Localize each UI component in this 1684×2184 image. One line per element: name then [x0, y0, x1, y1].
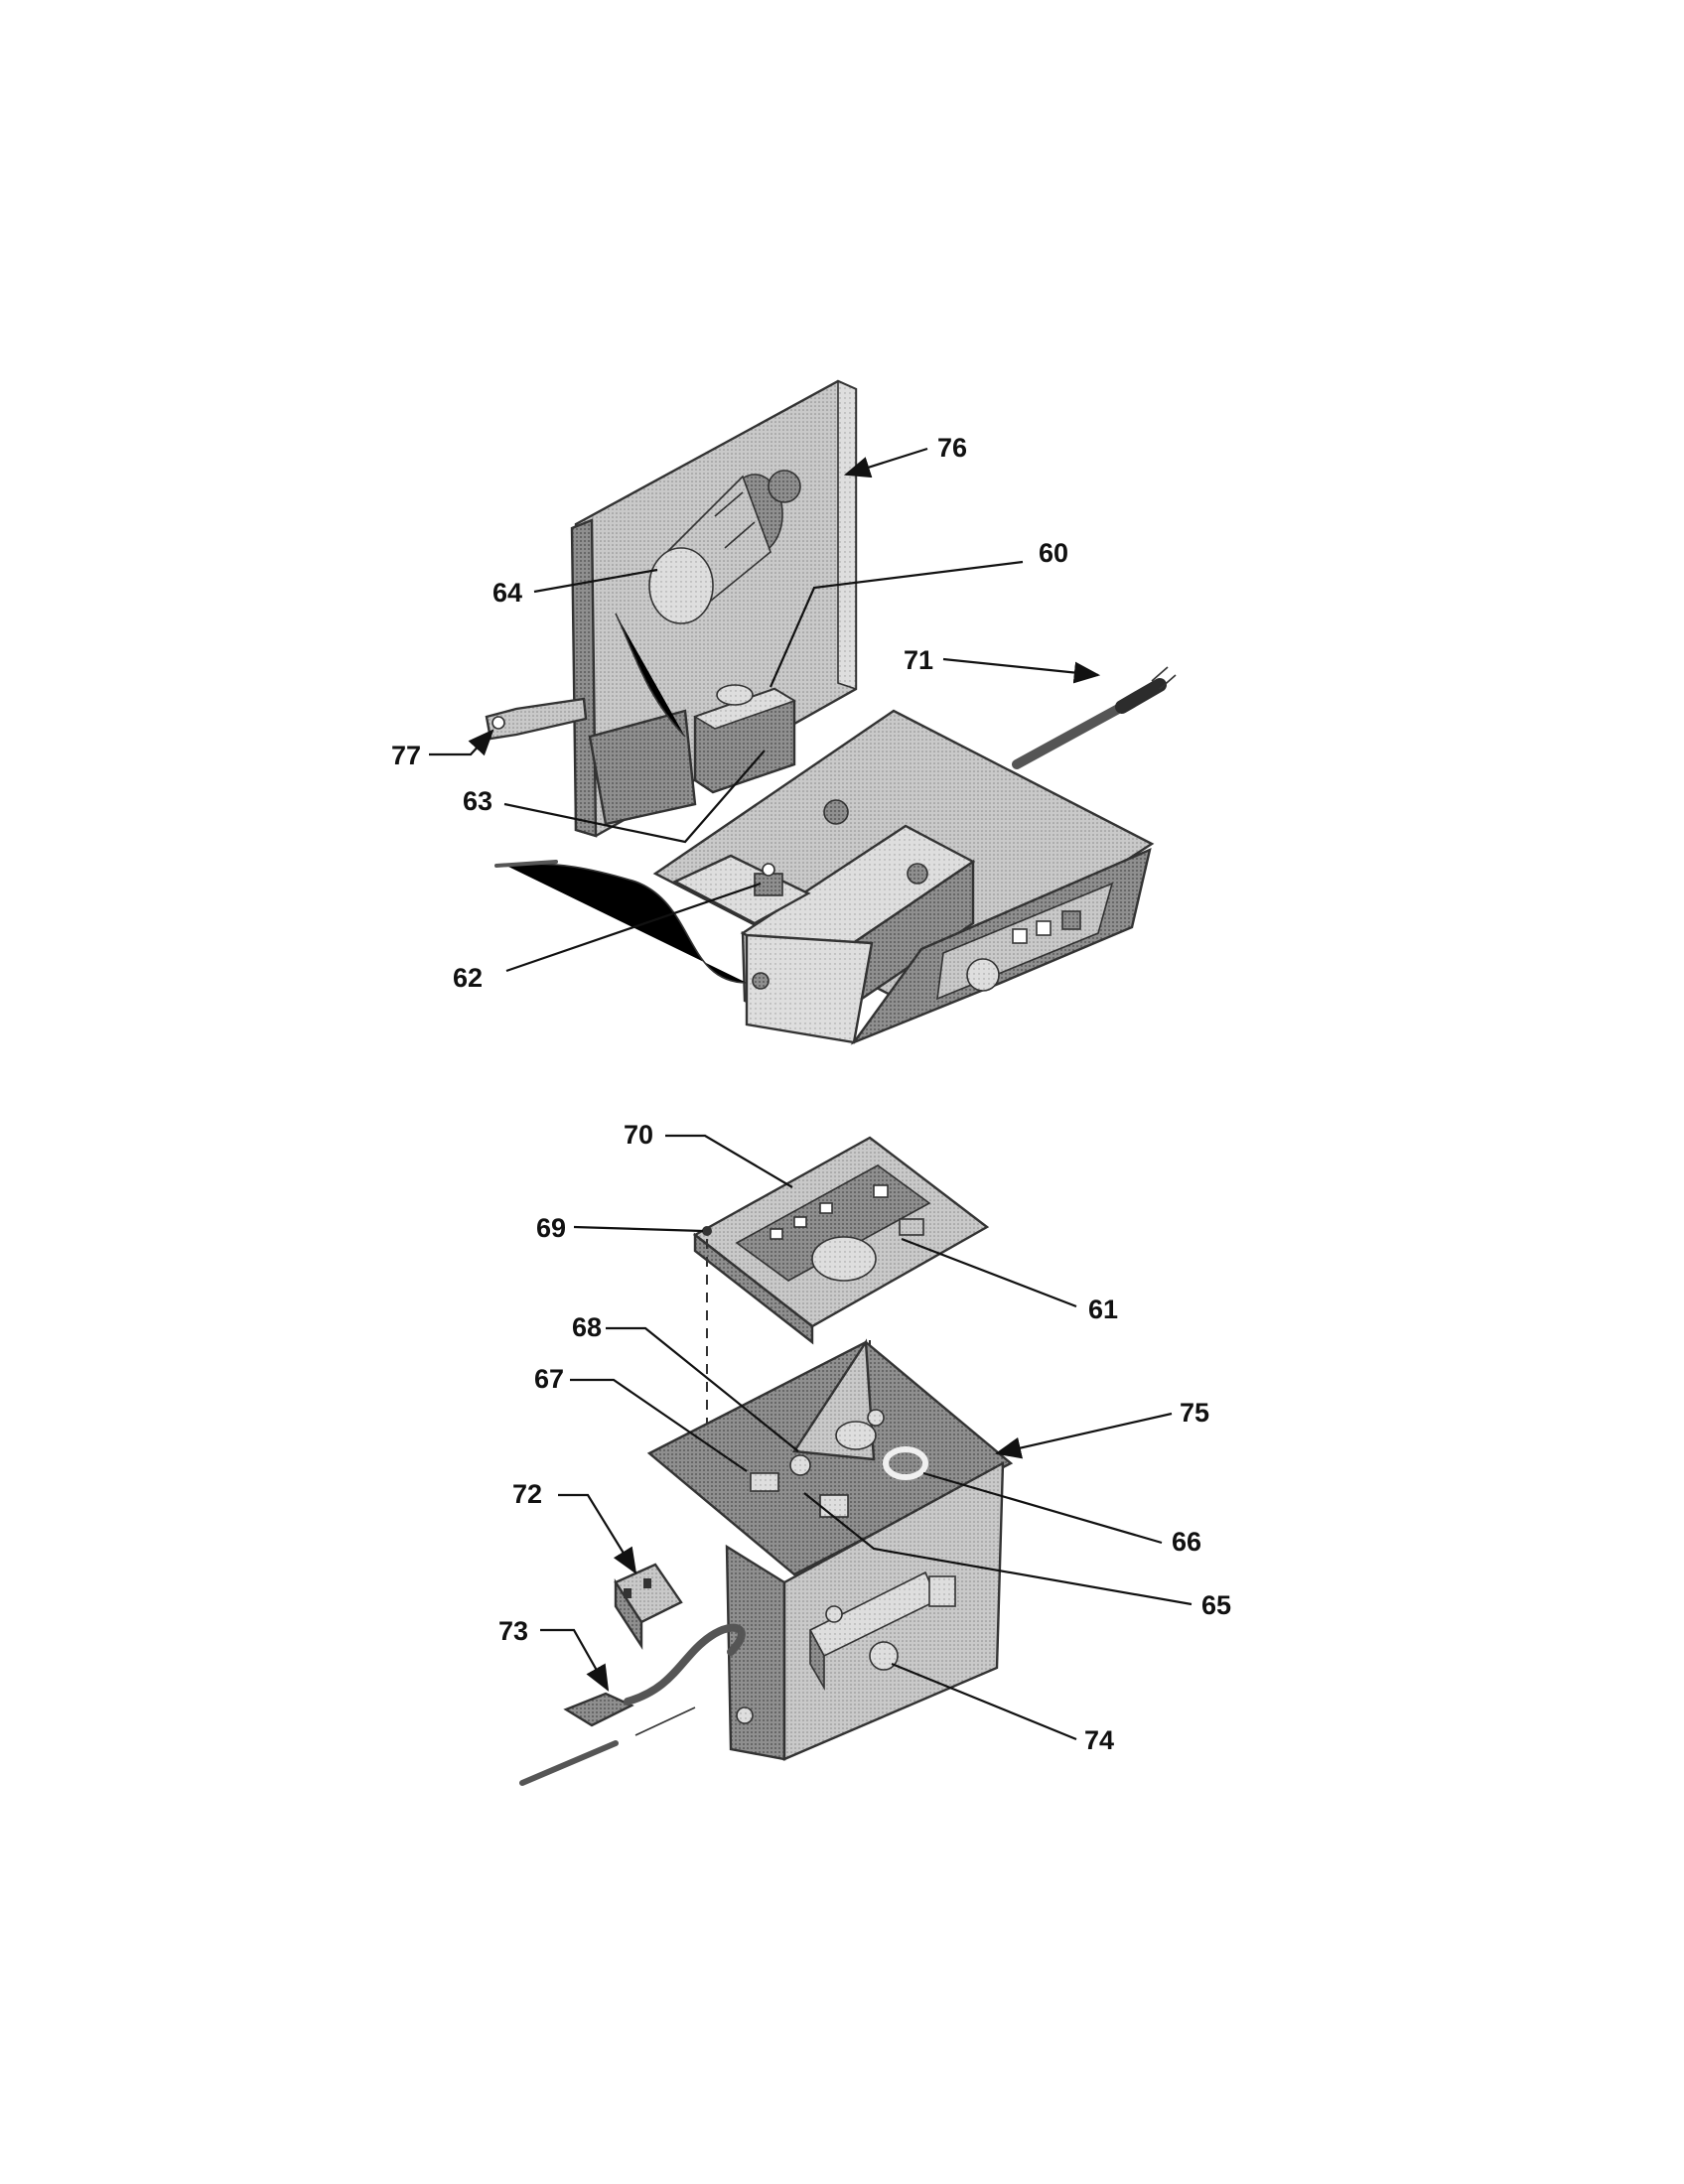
rear-wall-flange — [837, 379, 857, 691]
leader-74 — [891, 1662, 1077, 1741]
leader-60 — [769, 560, 1024, 688]
blower-duct — [648, 474, 783, 624]
junction-box-side — [725, 1544, 786, 1761]
callout-64: 64 — [492, 578, 522, 608]
motor-assembly — [693, 684, 796, 794]
callout-61: 61 — [1088, 1295, 1118, 1324]
callout-labels: 76 60 64 71 77 63 62 70 69 61 68 67 75 6… — [391, 433, 1231, 1755]
internal-wire — [615, 613, 686, 738]
callout-75: 75 — [1180, 1398, 1209, 1428]
side-mount-strip — [570, 518, 598, 838]
mounting-bracket — [485, 697, 588, 741]
callout-66: 66 — [1172, 1527, 1201, 1557]
lower-assembly — [519, 1136, 1014, 1786]
callout-62: 62 — [453, 963, 483, 993]
callout-70: 70 — [624, 1120, 653, 1150]
relay — [614, 1563, 683, 1651]
callout-73: 73 — [498, 1616, 528, 1646]
control-panel-cover-lip — [693, 1232, 814, 1345]
leader-75 — [994, 1412, 1173, 1459]
leader-69 — [573, 1225, 704, 1233]
leader-63 — [503, 750, 766, 844]
leader-62 — [505, 882, 762, 973]
sensor-probe — [519, 1623, 746, 1786]
leader-67 — [570, 1378, 748, 1472]
leader-65 — [803, 1492, 1193, 1606]
ring-grommet — [883, 1446, 928, 1480]
callout-76: 76 — [937, 433, 967, 463]
callout-67: 67 — [534, 1364, 564, 1394]
control-box-shelf — [646, 1340, 1014, 1576]
front-housing — [745, 933, 874, 1044]
leader-76 — [843, 447, 928, 478]
callout-69: 69 — [536, 1213, 566, 1243]
leader-73 — [540, 1628, 610, 1692]
callout-77: 77 — [391, 741, 421, 770]
callout-60: 60 — [1039, 538, 1068, 568]
leader-71 — [942, 657, 1101, 684]
sensor-lead — [494, 860, 748, 984]
leader-77 — [429, 729, 494, 756]
side-clip — [928, 1575, 956, 1607]
control-knob — [811, 1236, 877, 1282]
leader-lines — [429, 447, 1193, 1741]
leader-61 — [901, 1237, 1077, 1308]
callout-72: 72 — [512, 1479, 542, 1509]
lower-housing-block — [588, 709, 697, 826]
callout-74: 74 — [1084, 1725, 1114, 1755]
wall-fitting — [768, 470, 801, 503]
leader-70 — [665, 1134, 793, 1188]
upper-assembly — [485, 379, 1177, 1045]
leader-68 — [606, 1326, 799, 1452]
leader-66 — [922, 1471, 1163, 1545]
leader-72 — [558, 1493, 637, 1574]
power-cord — [1012, 666, 1177, 769]
leader-64 — [533, 568, 658, 594]
callout-68: 68 — [572, 1312, 602, 1342]
callout-71: 71 — [904, 645, 933, 675]
callout-65: 65 — [1201, 1590, 1231, 1620]
callout-63: 63 — [463, 786, 492, 816]
